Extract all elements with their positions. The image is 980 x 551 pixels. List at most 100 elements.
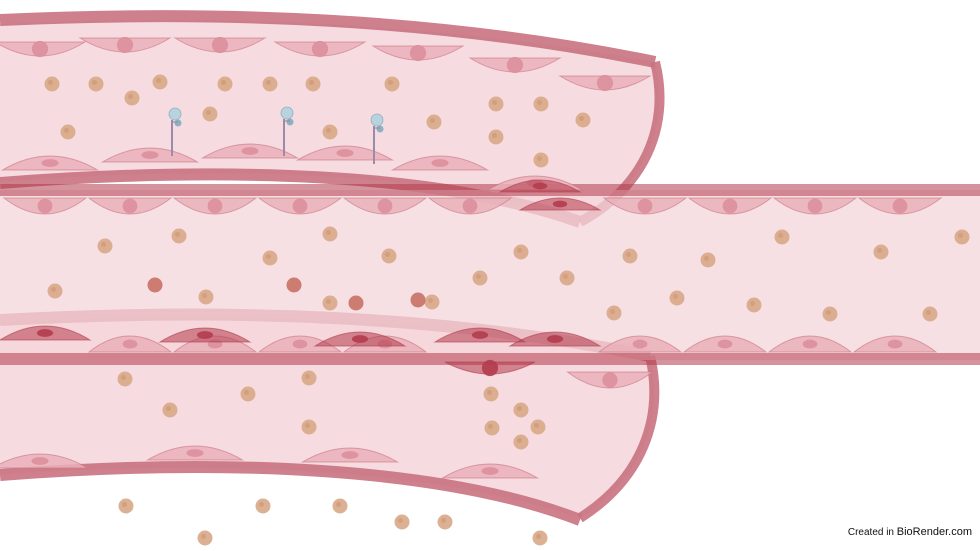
endothelial-cell: [100, 147, 200, 163]
cell-nucleus: [211, 36, 229, 54]
endothelial-cell: [0, 453, 90, 469]
receptors: [168, 106, 384, 164]
blood-cell: [700, 252, 716, 268]
blood-cell: [301, 419, 317, 435]
endothelial-cell: [687, 197, 773, 215]
blood-cells: [44, 74, 970, 546]
blood-cell: [746, 297, 762, 313]
blood-cell: [394, 514, 410, 530]
blood-cell: [484, 420, 500, 436]
cell-nucleus: [532, 182, 548, 190]
cell-nucleus: [552, 200, 568, 208]
endothelial-cell: [433, 327, 527, 343]
receptor-icon: [168, 107, 182, 156]
endothelial-cell: [0, 325, 92, 341]
blood-cell: [301, 370, 317, 386]
cell-nucleus: [122, 198, 138, 214]
endothelial-cell: [257, 335, 343, 353]
receptor-icon: [370, 113, 384, 164]
blood-cell: [162, 402, 178, 418]
blood-cell: [559, 270, 575, 286]
cell-nucleus: [546, 335, 564, 343]
endothelial-cell: [767, 335, 853, 353]
endothelial-cell: [508, 331, 602, 347]
blood-cell: [262, 250, 278, 266]
blood-cell: [472, 270, 488, 286]
blood-cell-dark: [286, 277, 302, 293]
cell-nucleus: [336, 149, 354, 157]
cell-nucleus: [37, 198, 53, 214]
cell-nucleus: [207, 198, 223, 214]
blood-cell: [117, 371, 133, 387]
credit-prefix: Created in: [847, 527, 894, 538]
cell-nucleus: [341, 451, 359, 459]
blood-cell: [171, 228, 187, 244]
blood-cell: [822, 306, 838, 322]
cell-nucleus: [887, 339, 903, 349]
activated-endothelial-cells: [0, 179, 602, 377]
blood-cell-dark: [147, 277, 163, 293]
cell-nucleus: [292, 198, 308, 214]
endothelial-cell: [852, 335, 938, 353]
blood-cell: [873, 244, 889, 260]
blood-cell: [47, 283, 63, 299]
endothelial-cell: [444, 359, 536, 377]
endothelial-cell: [468, 56, 562, 74]
blood-cell: [426, 114, 442, 130]
blood-cell: [198, 289, 214, 305]
blood-cell: [530, 419, 546, 435]
receptor-icon: [280, 106, 294, 156]
blood-cell: [606, 305, 622, 321]
blood-cell: [954, 229, 970, 245]
blood-cell: [533, 96, 549, 112]
cell-nucleus: [471, 331, 489, 339]
cell-nucleus: [377, 198, 393, 214]
cell-nucleus: [637, 198, 653, 214]
endothelial-cell: [0, 40, 87, 58]
cell-nucleus: [431, 159, 449, 167]
endothelial-cell: [78, 36, 172, 54]
blood-cell: [922, 306, 938, 322]
endothelial-cell: [342, 197, 428, 215]
cell-nucleus: [481, 467, 499, 475]
blood-cell: [217, 76, 233, 92]
endothelial-cell: [158, 327, 252, 343]
endothelial-cell: [857, 197, 943, 215]
endothelial-cell: [558, 74, 652, 92]
endothelial-cell: [273, 40, 367, 58]
endothelial-cell: [313, 331, 407, 347]
biorender-credit: Created in BioRender.com: [848, 526, 972, 538]
endothelial-cell: [440, 463, 540, 479]
blood-cell: [44, 76, 60, 92]
crossing-vessel-bottom-wall: [0, 353, 980, 365]
blood-cell: [262, 76, 278, 92]
blood-cell: [488, 96, 504, 112]
cell-nucleus: [409, 44, 427, 62]
blood-cell: [381, 248, 397, 264]
endothelial-cell: [518, 197, 602, 211]
cell-nucleus: [602, 372, 618, 388]
endothelial-cell: [257, 197, 343, 215]
blood-cell: [513, 402, 529, 418]
blood-cell: [322, 124, 338, 140]
upper-vessel-top-wall: [0, 10, 657, 68]
blood-cell: [118, 498, 134, 514]
blood-cell: [305, 76, 321, 92]
blood-cell: [202, 106, 218, 122]
endothelial-cell: [87, 335, 173, 353]
blood-cell: [532, 530, 548, 546]
cell-nucleus: [717, 339, 733, 349]
endothelial-cell: [2, 197, 88, 215]
cell-nucleus: [722, 198, 738, 214]
lower-vessel-end-wall: [577, 354, 660, 523]
blood-cell: [774, 229, 790, 245]
cell-nucleus: [292, 339, 308, 349]
blood-cell: [437, 514, 453, 530]
endothelial-cell: [371, 44, 465, 62]
endothelial-cell: [498, 179, 582, 193]
cell-nucleus: [241, 147, 259, 155]
cell-nucleus: [116, 36, 134, 54]
blood-cell: [322, 226, 338, 242]
endothelial-cell: [145, 445, 245, 461]
blood-cell: [322, 295, 338, 311]
